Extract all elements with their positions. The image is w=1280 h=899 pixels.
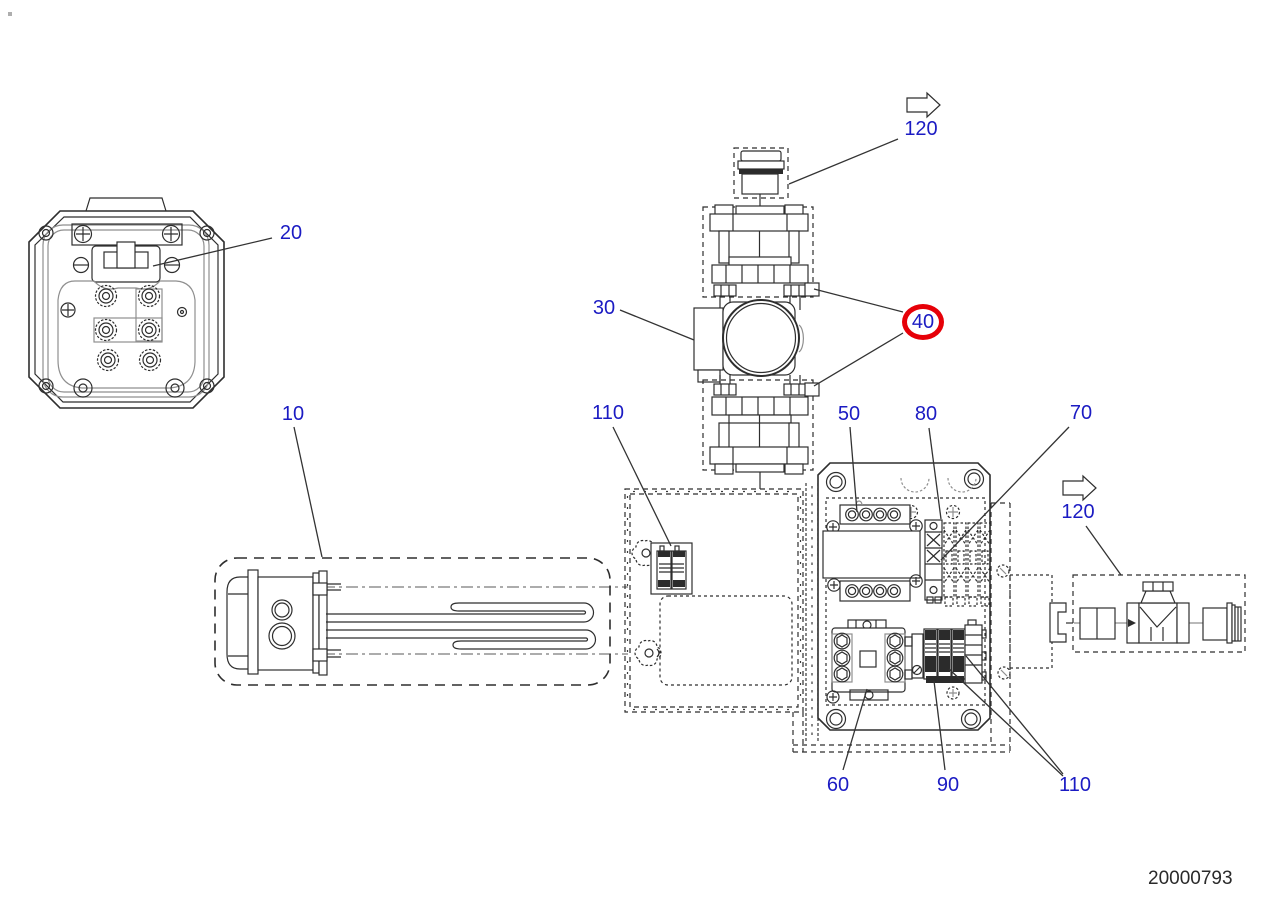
- box-corner-bolts: [825, 468, 985, 730]
- callout-20[interactable]: 20: [279, 222, 303, 244]
- upper-flange-kit: [702, 204, 820, 310]
- immersion-heater: [214, 557, 628, 686]
- callout-90[interactable]: 90: [936, 774, 960, 796]
- callout-60[interactable]: 60: [826, 774, 850, 796]
- circuit-breaker: [650, 542, 693, 595]
- callout-50[interactable]: 50: [837, 403, 861, 425]
- callout-70[interactable]: 70: [1069, 402, 1093, 424]
- relay-socket-110: [964, 619, 987, 684]
- callout-40-highlight-ring[interactable]: 40: [902, 304, 944, 340]
- terminal-blocks-70: [943, 522, 991, 607]
- heating-elements: [326, 602, 597, 650]
- transformer: [822, 500, 923, 602]
- cable-clamp: [91, 241, 161, 283]
- cover-screw-icons: [73, 224, 181, 244]
- callout-40: 40: [911, 311, 935, 333]
- control-box: [792, 462, 1073, 753]
- relay-module-80: [924, 519, 943, 604]
- relay-block-90: [911, 628, 966, 683]
- callout-10[interactable]: 10: [281, 403, 305, 425]
- terminal-housing-cover: [28, 197, 225, 409]
- callout-120-right[interactable]: 120: [1061, 501, 1095, 523]
- lower-flange-kit: [702, 375, 820, 489]
- callout-110-bottom[interactable]: 110: [1059, 774, 1091, 796]
- terminal-studs: [94, 284, 162, 372]
- callout-30[interactable]: 30: [592, 297, 616, 319]
- flange-nuts-40: [713, 282, 820, 297]
- callout-120-top[interactable]: 120: [904, 118, 938, 140]
- middle-enclosure: [624, 488, 804, 713]
- callout-110-left[interactable]: 110: [592, 402, 624, 424]
- plug-fitting: [733, 147, 789, 213]
- contactor: [826, 619, 913, 704]
- flange-nuts-40-lower: [713, 382, 820, 397]
- callout-80[interactable]: 80: [914, 403, 938, 425]
- drawing-number: 20000793: [1148, 868, 1233, 889]
- leader-lines: [152, 138, 1122, 777]
- flow-arrow-icon: [1062, 475, 1097, 501]
- check-valve-assembly: [1072, 574, 1246, 653]
- side-extension-panel: [996, 564, 1073, 680]
- ball-valve-body-30: [693, 299, 805, 383]
- flow-arrow-icon: [906, 92, 941, 118]
- scan-artifact-dot: [8, 12, 12, 16]
- valve-assembly: [693, 147, 820, 489]
